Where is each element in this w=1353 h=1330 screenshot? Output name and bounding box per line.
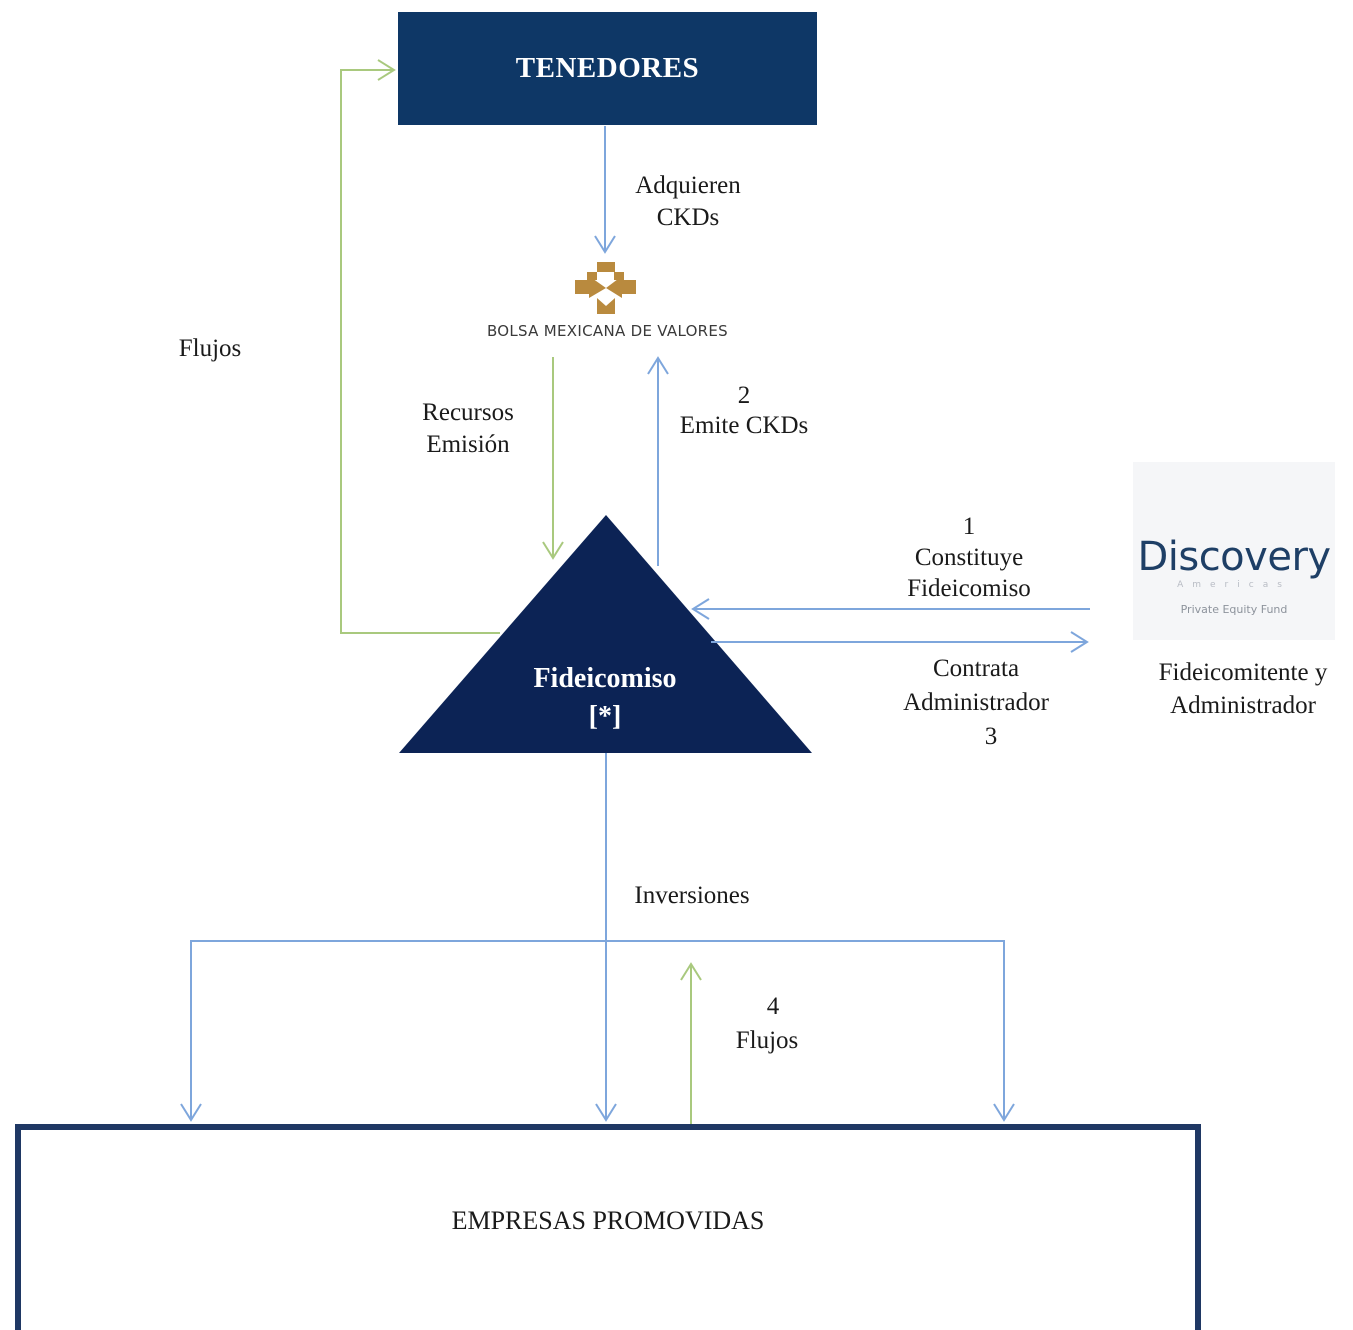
flujos-left-label: Flujos (178, 335, 242, 362)
adquieren-line-1: Adquieren (635, 172, 741, 199)
discovery-caption: Fideicomitente y Administrador (1140, 656, 1346, 722)
discovery-logo: Discovery Americas Private Equity Fund (1133, 462, 1335, 640)
adquieren-line-2: CKDs (656, 204, 720, 231)
arrow-contrata (711, 631, 1089, 653)
flujos-number: 4 (766, 993, 780, 1020)
contrata-number: 3 (984, 723, 998, 750)
recursos-line-2: Emisión (426, 431, 510, 458)
arrow-constituye (691, 598, 1090, 620)
arrow-inversiones (180, 753, 1015, 1122)
recursos-line-1: Recursos (422, 399, 514, 426)
adquieren-label: Adquieren CKDs (608, 170, 768, 234)
discovery-fund: Private Equity Fund (1180, 603, 1288, 616)
inversiones-label: Inversiones (634, 882, 750, 909)
emite-ckds-label: 2 Emite CKDs (664, 381, 824, 441)
arrow-flujos-tenedores (340, 59, 500, 634)
arrow-adquieren (594, 126, 616, 254)
discovery-caption-line-2: Administrador (1170, 692, 1316, 719)
constituye-label: 1 Constituye Fideicomiso (884, 511, 1054, 604)
flow-diagram (180, 59, 1271, 1124)
bmv-logo-icon (575, 262, 636, 314)
arrow-emite-ckds (647, 356, 669, 566)
fideicomiso-note: [*] (588, 701, 622, 732)
contrata-line-2: Administrador (903, 689, 1049, 716)
flujos-bottom-text: Flujos (735, 1027, 799, 1054)
arrow-recursos-emision (542, 357, 564, 560)
flujos-bottom-label: 4 Flujos (712, 990, 822, 1058)
discovery-brand: Discovery (1137, 534, 1331, 580)
fideicomiso-label: Fideicomiso [*] (505, 660, 705, 736)
emite-text: Emite CKDs (679, 412, 809, 439)
constituye-number: 1 (962, 513, 976, 540)
empresas-box: EMPRESAS PROMOVIDAS (15, 1124, 1201, 1330)
contrata-label: Contrata Administrador 3 (886, 652, 1066, 754)
emite-number: 2 (737, 382, 751, 409)
discovery-caption-line-1: Fideicomitente y (1158, 659, 1328, 686)
bmv-name: BOLSA MEXICANA DE VALORES (486, 322, 729, 340)
recursos-emision-label: Recursos Emisión (398, 397, 538, 461)
tenedores-label: TENEDORES (515, 52, 700, 84)
empresas-label: EMPRESAS PROMOVIDAS (451, 1206, 765, 1235)
fideicomiso-triangle (399, 515, 812, 753)
fideicomiso-title: Fideicomiso (533, 663, 677, 694)
constituye-line-2: Fideicomiso (907, 575, 1031, 602)
discovery-sub: Americas (1177, 580, 1291, 590)
tenedores-box: TENEDORES (398, 12, 817, 125)
constituye-line-1: Constituye (914, 544, 1024, 571)
arrow-flujos-empresas (680, 962, 702, 1124)
contrata-line-1: Contrata (932, 655, 1020, 682)
